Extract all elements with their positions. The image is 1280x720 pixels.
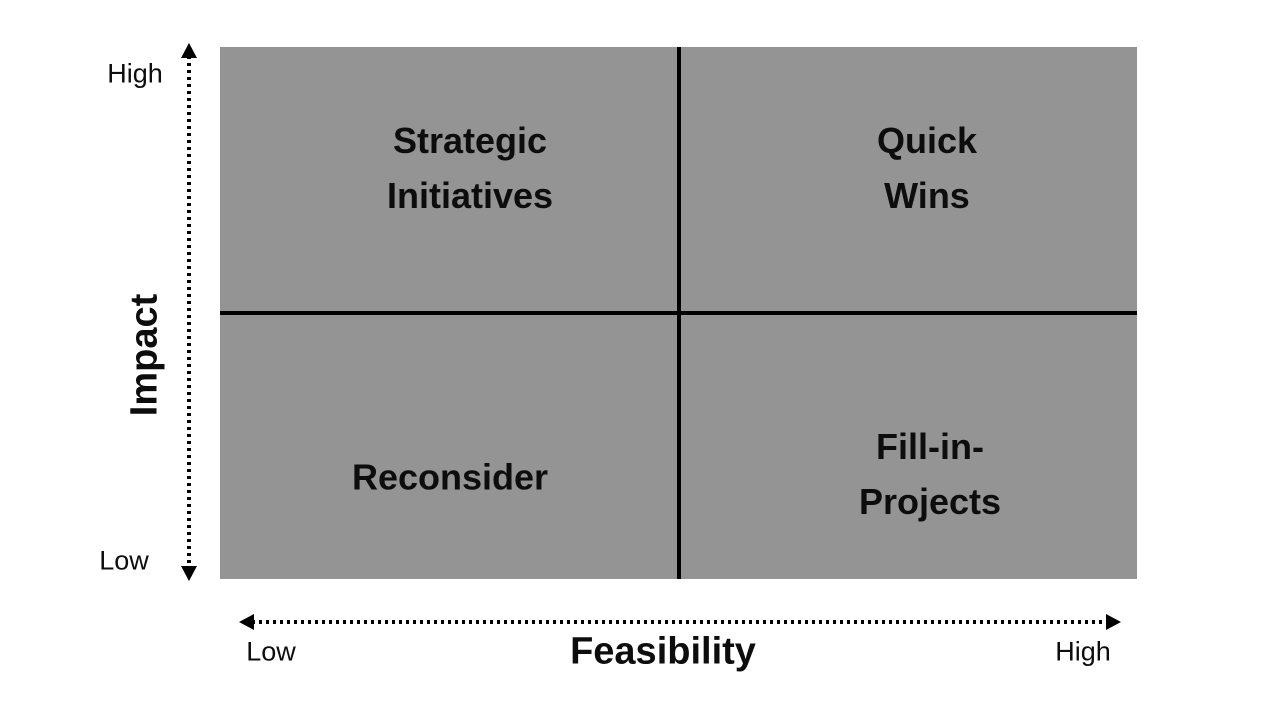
arrowhead-down-icon bbox=[181, 566, 197, 581]
quadrant-label-quick-wins: Quick Wins bbox=[877, 113, 977, 223]
y-axis-low-label: Low bbox=[99, 545, 149, 576]
x-axis-arrow bbox=[239, 614, 1121, 630]
quadrant-label-fill-in-projects: Fill-in- Projects bbox=[859, 419, 1001, 529]
quadrant-label-line: Reconsider bbox=[351, 456, 549, 498]
quadrant-label-line: Projects bbox=[858, 481, 1002, 522]
arrowhead-left-icon bbox=[239, 614, 254, 630]
y-axis-arrow bbox=[181, 43, 197, 581]
y-axis-high-label: High bbox=[107, 58, 163, 89]
matrix-box bbox=[220, 47, 1137, 579]
quadrant-label-reconsider: Reconsider bbox=[352, 450, 548, 505]
quadrant-label-line: Strategic bbox=[392, 120, 548, 161]
quadrant-label-line: Quick bbox=[876, 120, 978, 161]
y-axis-title: Impact bbox=[123, 293, 166, 417]
horizontal-divider-line bbox=[220, 311, 1137, 315]
x-axis-high-label: High bbox=[1055, 636, 1111, 667]
x-axis-title: Feasibility bbox=[570, 630, 756, 673]
quadrant-label-line: Wins bbox=[884, 175, 970, 216]
arrowhead-right-icon bbox=[1106, 614, 1121, 630]
x-axis-low-label: Low bbox=[246, 636, 296, 667]
quadrant-label-strategic-initiatives: Strategic Initiatives bbox=[387, 113, 553, 223]
arrowhead-up-icon bbox=[181, 43, 197, 58]
quadrant-label-line: Initiatives bbox=[386, 175, 554, 216]
quadrant-label-line: Fill-in- bbox=[876, 426, 984, 467]
